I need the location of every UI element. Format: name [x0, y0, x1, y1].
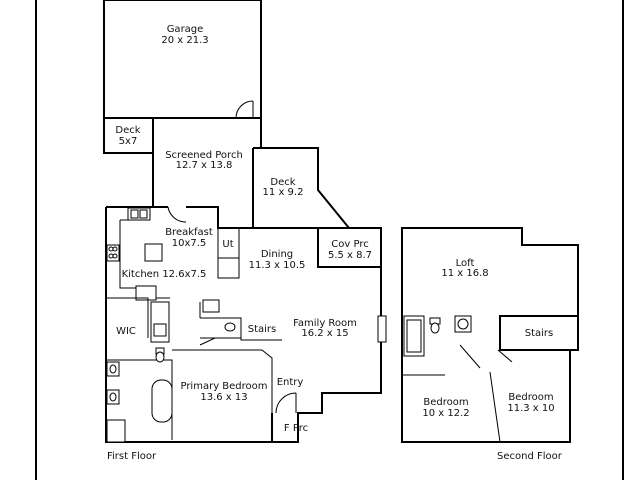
entry-door-swing	[275, 392, 297, 414]
kitchen-cabinet-top	[127, 207, 151, 221]
powder-toilet	[224, 322, 236, 332]
stairs-area-walls	[199, 302, 282, 346]
shower-base	[153, 323, 167, 337]
stove-burner	[112, 246, 118, 252]
garage-name: Garage	[167, 24, 204, 35]
stairs-second-walls	[499, 315, 579, 351]
primary-bedroom-name: Primary Bedroom	[180, 381, 267, 392]
entry-name: Entry	[277, 377, 304, 388]
toilet-bowl	[155, 351, 165, 363]
vanity-basin	[109, 364, 117, 374]
second-floor-tub	[403, 315, 425, 357]
bedroom-1-size: 10 x 12.2	[422, 408, 469, 419]
garage-door-swing	[235, 100, 254, 119]
shower	[150, 301, 170, 343]
screened-porch-name: Screened Porch	[165, 150, 243, 161]
first-floor-outline	[105, 206, 382, 443]
garage-walls	[103, 0, 262, 119]
deck-large-walls	[252, 147, 350, 229]
cov-prc-walls	[317, 227, 382, 268]
breakfast-size: 10x7.5	[172, 238, 207, 249]
deck-small-size: 5x7	[119, 136, 138, 147]
kitchen-sink-left	[130, 209, 139, 219]
wic-name: WIC	[116, 326, 136, 337]
kitchen-island	[144, 243, 163, 262]
bedroom-2-name: Bedroom	[508, 392, 553, 403]
second-floor-label: Second Floor	[497, 451, 563, 462]
bedroom-2-size: 11.3 x 10	[507, 403, 554, 414]
stove	[106, 244, 120, 262]
closet-fixture	[106, 419, 126, 443]
powder-sink	[202, 299, 220, 313]
stove-burner	[112, 253, 118, 259]
vanity-sink	[106, 389, 120, 405]
family-room-size: 16.2 x 15	[301, 328, 348, 339]
stairs-first-name: Stairs	[248, 324, 277, 335]
family-room-name: Family Room	[293, 318, 357, 329]
deck-large-size: 11 x 9.2	[263, 187, 304, 198]
second-floor-toilet-bowl	[430, 322, 440, 334]
primary-bedroom-walls	[171, 349, 273, 440]
refrigerator	[135, 285, 157, 301]
deck-large-name: Deck	[270, 177, 295, 188]
loft-name: Loft	[456, 258, 475, 269]
first-floor-label: First Floor	[107, 451, 157, 462]
dining-size: 11.3 x 10.5	[249, 260, 306, 271]
kitchen-name: Kitchen 12.6x7.5	[122, 269, 207, 280]
bedroom-1-name: Bedroom	[423, 397, 468, 408]
vanity-sink	[106, 361, 120, 377]
stairs-second-name: Stairs	[525, 328, 554, 339]
breakfast-door-swing	[167, 206, 187, 223]
f-prc-name: F Prc	[284, 423, 308, 434]
kitchen-sink-right	[139, 209, 148, 219]
second-floor-sink	[454, 315, 472, 333]
loft-size: 11 x 16.8	[441, 268, 488, 279]
cov-prc-name: Cov Prc	[331, 239, 368, 250]
family-room-window	[377, 315, 387, 343]
utility-walls	[217, 228, 240, 279]
second-floor-interior-walls	[402, 344, 513, 443]
bathtub	[151, 379, 173, 423]
primary-bedroom-size: 13.6 x 13	[200, 392, 247, 403]
first-floor-plan	[103, 0, 387, 443]
second-floor-tub-basin	[406, 319, 422, 353]
deck-small-name: Deck	[115, 125, 140, 136]
dining-name: Dining	[261, 249, 293, 260]
screened-porch-walls	[152, 117, 262, 207]
second-floor-plan	[401, 227, 579, 443]
breakfast-name: Breakfast	[165, 227, 213, 238]
second-floor-sink-basin	[457, 318, 469, 330]
garage-size: 20 x 21.3	[161, 35, 208, 46]
screened-porch-size: 12.7 x 13.8	[176, 160, 233, 171]
utility-name: Ut	[222, 239, 233, 250]
cov-prc-size: 5.5 x 8.7	[328, 250, 372, 261]
vanity-basin	[109, 392, 117, 402]
